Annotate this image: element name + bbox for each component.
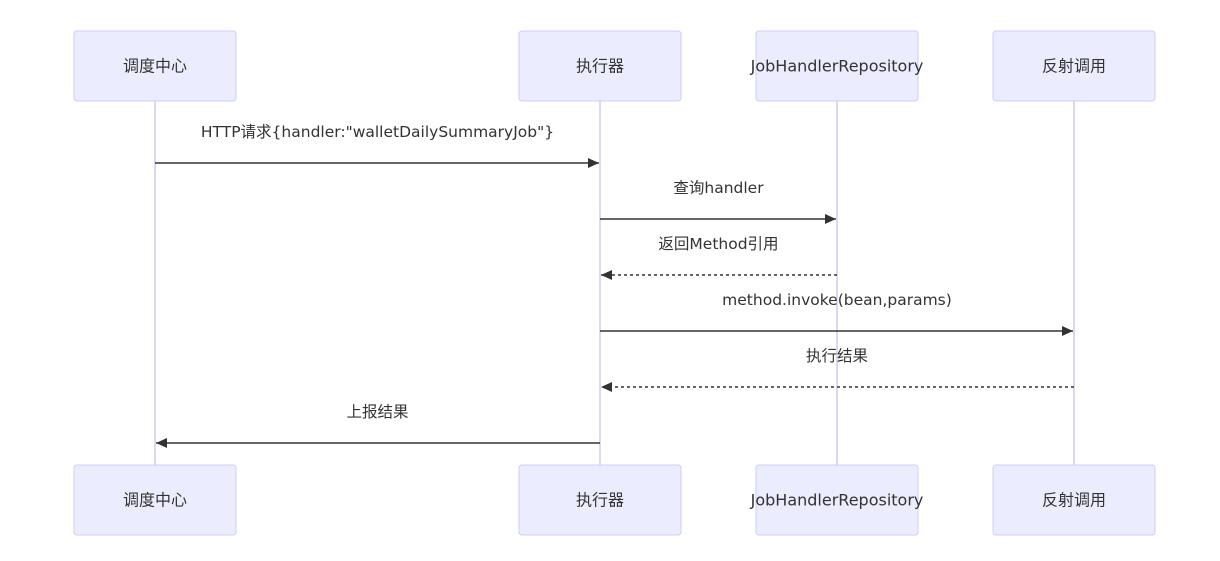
actor-box: [755, 464, 919, 536]
actor-box: [992, 464, 1156, 536]
actor-reflect-top: 反射调用: [992, 30, 1156, 102]
message-3: 返回Method引用: [601, 235, 837, 280]
actor-executor-bottom: 执行器: [518, 464, 682, 536]
actor-label: 反射调用: [1042, 491, 1106, 510]
actor-label: 反射调用: [1042, 57, 1106, 76]
actor-reflect-bottom: 反射调用: [992, 464, 1156, 536]
messages: HTTP请求{handler:"walletDailySummaryJob"} 查…: [155, 123, 1074, 448]
lifelines: [154, 101, 1075, 465]
actor-box: [755, 30, 919, 102]
message-label: 返回Method引用: [658, 235, 778, 253]
message-label: HTTP请求{handler:"walletDailySummaryJob"}: [201, 123, 554, 141]
message-2: 查询handler: [600, 179, 836, 224]
message-label: 上报结果: [346, 403, 408, 421]
actor-executor-top: 执行器: [518, 30, 682, 102]
actor-repo-top: JobHandlerRepository: [750, 30, 924, 102]
message-label: method.invoke(bean,params): [722, 291, 952, 309]
message-5: 执行结果: [601, 347, 1074, 392]
actor-label: 调度中心: [123, 491, 187, 510]
actor-scheduler-top: 调度中心: [73, 30, 237, 102]
message-6: 上报结果: [156, 403, 600, 448]
message-4: method.invoke(bean,params): [600, 291, 1073, 336]
message-label: 执行结果: [806, 347, 868, 365]
actor-box: [73, 30, 237, 102]
message-1: HTTP请求{handler:"walletDailySummaryJob"}: [155, 123, 599, 168]
actor-label: JobHandlerRepository: [750, 57, 924, 76]
actor-box: [518, 30, 682, 102]
actor-label: 执行器: [576, 57, 624, 76]
actor-label: JobHandlerRepository: [750, 491, 924, 510]
actor-label: 调度中心: [123, 57, 187, 76]
actor-scheduler-bottom: 调度中心: [73, 464, 237, 536]
actor-box: [992, 30, 1156, 102]
actor-repo-bottom: JobHandlerRepository: [750, 464, 924, 536]
message-label: 查询handler: [673, 179, 764, 197]
actor-label: 执行器: [576, 491, 624, 510]
actor-box: [73, 464, 237, 536]
actor-box: [518, 464, 682, 536]
